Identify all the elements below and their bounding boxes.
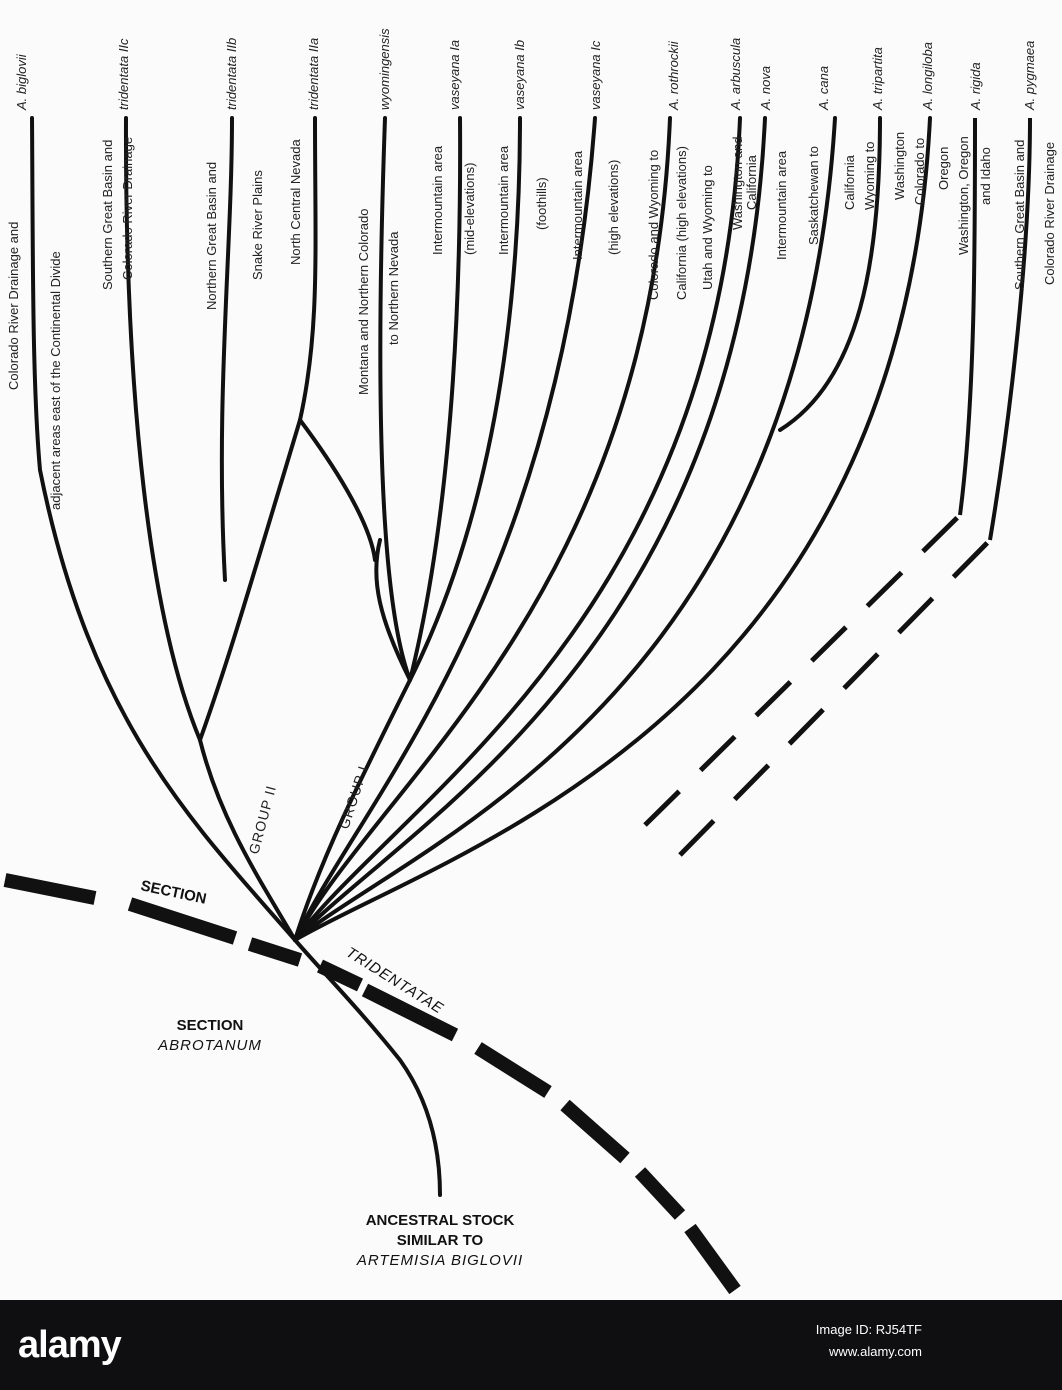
taxon-name: tridentata IIb xyxy=(224,38,239,110)
watermark-footer: alamy Image ID: RJ54TF www.alamy.com xyxy=(0,1300,1062,1390)
section-abrotanum-title: SECTION xyxy=(177,1017,244,1034)
taxon-region: Washington, Oregon xyxy=(956,136,971,255)
taxon-region: Colorado River Drainage xyxy=(1042,142,1057,285)
phylogeny-figure: A. biglovii Colorado River Drainage and … xyxy=(3,27,1057,1295)
taxon-name: vaseyana Ic xyxy=(588,40,603,110)
taxon-name: A. nova xyxy=(758,66,773,111)
taxon-region: and Idaho xyxy=(978,147,993,205)
taxon-name: A. pygmaea xyxy=(1022,41,1037,111)
root-branch xyxy=(293,938,442,1197)
branch-vaseyana-ib xyxy=(408,116,522,682)
site-url: www.alamy.com xyxy=(829,1344,922,1359)
branch-vaseyana-ic xyxy=(293,116,597,942)
ancestral-stock-line1: ANCESTRAL STOCK xyxy=(366,1212,515,1229)
taxon-labels: A. biglovii Colorado River Drainage and … xyxy=(6,28,1057,510)
branch-biglovii xyxy=(30,116,297,942)
taxon-name: vaseyana Ib xyxy=(512,40,527,110)
section-boundary-line xyxy=(3,873,741,1295)
image-id: Image ID: RJ54TF xyxy=(815,1322,922,1337)
branch-link-iia xyxy=(298,418,377,562)
taxon-region: Oregon xyxy=(936,147,951,190)
taxon-region: (foothills) xyxy=(534,177,549,230)
taxon-region: Intermountain area xyxy=(570,150,585,260)
branch-rothrockii xyxy=(293,116,672,942)
taxon-name: A. tripartita xyxy=(870,47,885,111)
ancestral-stock-line3: ARTEMISIA BIGLOVII xyxy=(356,1252,523,1269)
taxon-region: Southern Great Basin and xyxy=(1012,140,1027,290)
branch-pygmaea xyxy=(988,117,1032,541)
taxon-region: Utah and Wyoming to xyxy=(700,165,715,290)
terminal-branches xyxy=(958,117,1032,541)
taxon-region: Colorado to xyxy=(912,138,927,205)
tree-branches xyxy=(30,116,932,1197)
taxon-name: A. cana xyxy=(816,66,831,111)
branch-pygmaea-dashed xyxy=(678,538,992,857)
taxon-region: Washington xyxy=(892,132,907,200)
taxon-region: Colorado River Drainage and xyxy=(6,222,21,390)
branch-tripartita xyxy=(778,116,882,432)
branch-arbuscula xyxy=(293,116,742,942)
taxon-name: tridentata IIc xyxy=(116,38,131,110)
taxon-name: A. longiloba xyxy=(920,42,935,111)
taxon-region: Washington and xyxy=(730,137,745,230)
branch-cana xyxy=(293,116,837,942)
taxon-region: Northern Great Basin and xyxy=(204,162,219,310)
taxon-region: adjacent areas east of the Continental D… xyxy=(48,251,63,510)
branch-longiloba xyxy=(293,116,932,942)
branch-group-ii-sub xyxy=(198,418,302,742)
taxon-region: Colorado and Wyoming to xyxy=(646,150,661,300)
taxon-region: California (high elevations) xyxy=(674,146,689,300)
taxon-region: Intermountain area xyxy=(430,145,445,255)
taxon-name: A. rothrockii xyxy=(666,40,681,111)
branch-wyo-link xyxy=(374,538,412,682)
alamy-logo: alamy xyxy=(18,1324,122,1366)
taxon-name: A. rigida xyxy=(968,62,983,111)
taxon-region: Montana and Northern Colorado xyxy=(356,209,371,395)
branch-wyomingensis xyxy=(378,116,412,682)
taxon-region: (mid-elevations) xyxy=(462,163,477,255)
taxon-region: Intermountain area xyxy=(496,145,511,255)
group-ii-label: GROUP II xyxy=(245,783,279,855)
branch-group-ii xyxy=(198,738,297,942)
taxon-name: A. arbuscula xyxy=(728,38,743,111)
branch-nova xyxy=(293,116,767,942)
branch-tridentata-iia xyxy=(298,116,318,422)
taxon-region: Colorado River Drainage xyxy=(120,137,135,280)
taxon-region: Intermountain area xyxy=(774,150,789,260)
taxon-name: vaseyana Ia xyxy=(447,40,462,110)
taxon-region: Wyoming to xyxy=(862,141,877,210)
taxon-region: North Central Nevada xyxy=(288,139,303,265)
phylogeny-diagram: A. biglovii Colorado River Drainage and … xyxy=(3,28,1057,1295)
branch-vaseyana-ia xyxy=(408,116,463,682)
taxon-region: California xyxy=(744,154,759,210)
taxon-name: wyomingensis xyxy=(377,28,392,110)
taxon-region: California xyxy=(842,154,857,210)
branch-rigida xyxy=(958,117,977,516)
branch-tridentata-iib xyxy=(219,116,234,582)
taxon-region: Saskatchewan to xyxy=(806,146,821,245)
taxon-region: Snake River Plains xyxy=(250,170,265,280)
branch-rigida-dashed xyxy=(643,513,962,827)
taxon-name: A. biglovii xyxy=(14,53,29,111)
taxon-region: Southern Great Basin and xyxy=(100,140,115,290)
taxon-region: (high elevations) xyxy=(606,160,621,255)
ancestral-stock-line2: SIMILAR TO xyxy=(397,1232,484,1249)
branch-tridentata-iic xyxy=(123,116,202,742)
section-abrotanum-name: ABROTANUM xyxy=(157,1037,262,1054)
branch-group-i xyxy=(293,678,412,942)
taxon-name: tridentata IIa xyxy=(306,38,321,110)
taxon-region: to Northern Nevada xyxy=(386,231,401,345)
